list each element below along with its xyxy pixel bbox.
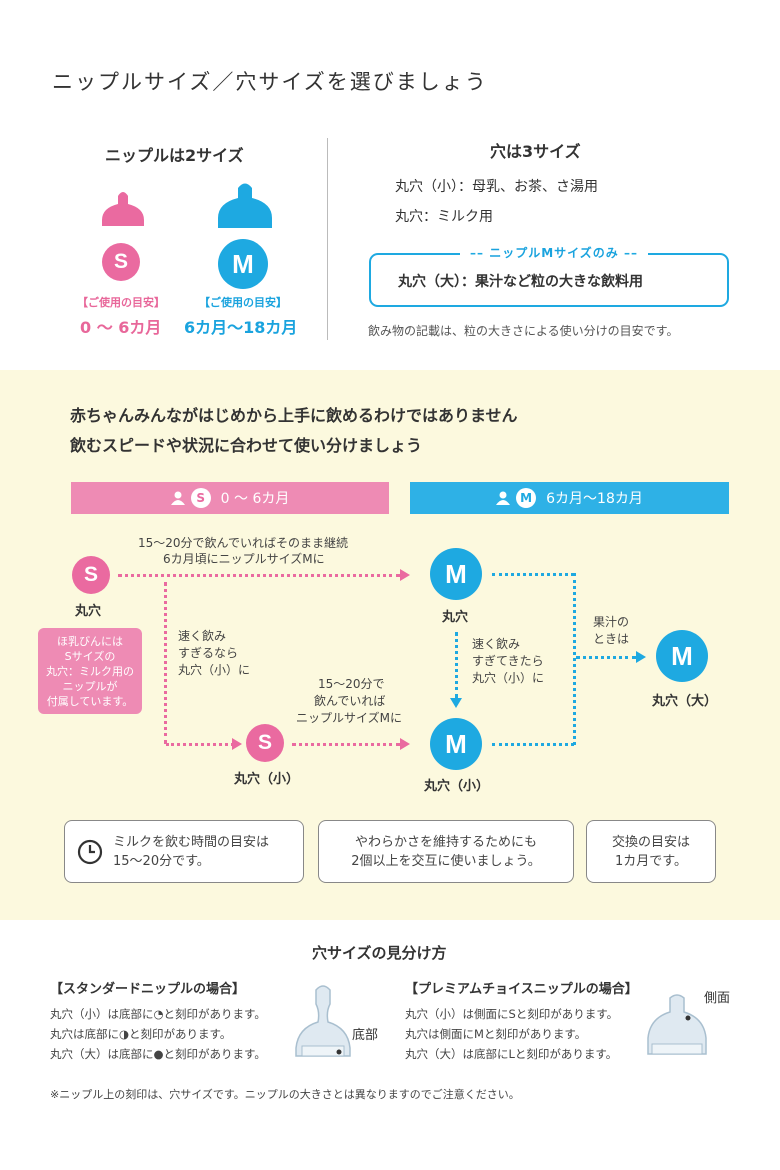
- flow-s-label: 丸穴: [75, 604, 102, 619]
- m-only-label: –– ニップルMサイズのみ ––: [460, 244, 648, 261]
- note-3-line-2: 1カ月です。: [615, 853, 687, 869]
- standard-nipple-image: [295, 985, 351, 1057]
- flow-s-circle: S: [72, 556, 110, 594]
- band-s-badge: S: [190, 488, 211, 508]
- band-m-badge: M: [516, 488, 537, 508]
- flow-s-small-circle: S: [246, 724, 284, 762]
- flow-juice-1: 果汁の: [593, 615, 630, 629]
- bottom-label: 底部: [352, 1028, 379, 1043]
- hole-regular-text: 丸穴：ミルク用: [395, 209, 493, 225]
- flow-line-s-down: [164, 582, 167, 744]
- included-nipple-box: ほ乳びんには Sサイズの 丸穴：ミルク用の ニップルが 付属しています。: [38, 628, 142, 714]
- flow-line-m-small-right: [492, 743, 574, 746]
- band-s-range: 0 ～ 6カ月: [220, 491, 290, 507]
- box-line-2: Sサイズの: [64, 650, 116, 663]
- band-s: S 0 ～ 6カ月: [71, 482, 389, 514]
- box-line-4: ニップルが: [62, 680, 118, 693]
- premium-line-3: 丸穴（大）は底部にLと刻印があります。: [405, 1047, 618, 1061]
- usage-line-1: 赤ちゃんみんながはじめから上手に飲めるわけではありません: [70, 406, 518, 425]
- nipple-s-icon: [102, 192, 144, 226]
- hole-large-text: 丸穴（大）：果汁など粒の大きな飲料用: [398, 274, 643, 290]
- flow-m-small-circle: M: [430, 718, 482, 770]
- identify-heading: 穴サイズの見分け方: [312, 944, 447, 962]
- flow-top-note-1: 15～20分で飲んでいればそのまま継続: [138, 536, 348, 550]
- page-title: ニップルサイズ／穴サイズを選びましょう: [52, 70, 488, 94]
- flow-m-label: 丸穴: [442, 610, 469, 625]
- flow-line-s-small-to-m-small: [292, 743, 400, 746]
- flow-arrow-to-m-large: [636, 651, 646, 663]
- flow-fast-s-3: 丸穴（小）に: [178, 663, 251, 677]
- holes-heading: 穴は3サイズ: [490, 142, 581, 161]
- note-2-line-2: 2個以上を交互に使いましょう。: [351, 853, 541, 869]
- flow-mid-note-3: ニップルサイズMに: [296, 711, 402, 725]
- flow-arrow-s-small-to-m-small: [400, 738, 410, 750]
- flow-fast-m-2: すぎてきたら: [472, 654, 544, 668]
- nipple-m-icon: [218, 183, 272, 228]
- flow-arrow-s-to-m: [400, 569, 410, 581]
- usage-line-2: 飲むスピードや状況に合わせて使い分けましょう: [70, 436, 423, 455]
- nipple-sizes-heading: ニップルは2サイズ: [105, 146, 244, 165]
- note-1-line-1: ミルクを飲む時間の目安は: [113, 834, 270, 850]
- flow-m-large-label: 丸穴（大）: [652, 694, 718, 709]
- flow-line-to-s-small: [166, 743, 234, 746]
- size-m-guide: 【ご使用の目安】: [199, 296, 287, 309]
- flow-s-small-label: 丸穴（小）: [234, 772, 300, 787]
- note-3-line-1: 交換の目安は: [611, 834, 690, 850]
- premium-line-2: 丸穴は側面にMと刻印があります。: [405, 1027, 587, 1041]
- flow-mid-note-2: 飲んでいれば: [314, 694, 386, 708]
- flow-fast-m-3: 丸穴（小）に: [472, 671, 545, 685]
- standard-line-3: 丸穴（大）は底部に●と刻印があります。: [50, 1047, 266, 1061]
- size-s-range: 0 ～ 6カ月: [80, 318, 162, 337]
- holes-note: 飲み物の記載は、粒の大きさによる使い分けの目安です。: [368, 324, 679, 338]
- footnote: ※ニップル上の刻印は、穴サイズです。ニップルの大きさとは異なりますのでご注意くだ…: [50, 1088, 520, 1101]
- side-label: 側面: [704, 991, 731, 1006]
- flow-fast-s-2: すぎるなら: [178, 646, 239, 660]
- premium-nipple-image: [647, 994, 707, 1055]
- note-replace: 交換の目安は 1カ月です。: [586, 820, 716, 883]
- flow-line-to-m-large: [576, 656, 636, 659]
- flow-line-bracket: [573, 573, 576, 745]
- size-s-badge: S: [102, 243, 140, 281]
- flow-line-s-to-m: [118, 574, 400, 577]
- m-only-label-text: ニップルMサイズのみ: [489, 246, 619, 260]
- flow-m-large-circle: M: [656, 630, 708, 682]
- flow-arrow-m-down: [450, 698, 462, 708]
- flow-line-m-right: [492, 573, 574, 576]
- flow-top-note-2: 6カ月頃にニップルサイズMに: [163, 552, 325, 566]
- flow-line-m-down: [455, 632, 458, 698]
- size-s-guide: 【ご使用の目安】: [77, 296, 165, 309]
- flow-fast-m-1: 速く飲み: [472, 637, 521, 651]
- note-1-line-2: 15～20分です。: [113, 853, 210, 869]
- flow-mid-note-1: 15～20分で: [318, 677, 385, 691]
- baby-icon: [496, 491, 511, 505]
- band-m-range: 6カ月～18カ月: [546, 491, 643, 507]
- box-line-3: 丸穴：ミルク用の: [46, 665, 134, 678]
- band-m: M 6カ月～18カ月: [410, 482, 729, 514]
- flow-m-small-label: 丸穴（小）: [424, 779, 490, 794]
- clock-icon: [77, 839, 103, 864]
- flow-juice-2: ときは: [593, 632, 630, 646]
- size-m-badge: M: [218, 239, 268, 289]
- note-2-line-1: やわらかさを維持するためにも: [354, 834, 537, 850]
- note-drinking-time: ミルクを飲む時間の目安は 15～20分です。: [64, 820, 304, 883]
- standard-title: 【スタンダードニップルの場合】: [50, 982, 246, 997]
- hole-small-text: 丸穴（小）：母乳、お茶、さ湯用: [395, 179, 598, 195]
- flow-arrow-to-s-small: [232, 738, 242, 750]
- premium-title: 【プレミアムチョイスニップルの場合】: [405, 982, 638, 997]
- standard-line-2: 丸穴は底部に◑と刻印があります。: [50, 1027, 232, 1041]
- box-line-5: 付属しています。: [46, 695, 134, 708]
- section-divider: [327, 138, 328, 340]
- note-alternate: やわらかさを維持するためにも 2個以上を交互に使いましょう。: [318, 820, 574, 883]
- flow-fast-s-1: 速く飲み: [178, 629, 227, 643]
- flow-m-circle: M: [430, 548, 482, 600]
- premium-line-1: 丸穴（小）は側面にSと刻印があります。: [405, 1007, 619, 1021]
- size-m-range: 6カ月～18カ月: [184, 318, 298, 337]
- box-line-1: ほ乳びんには: [57, 635, 123, 648]
- baby-icon: [170, 491, 185, 505]
- standard-line-1: 丸穴（小）は底部に◔と刻印があります。: [50, 1007, 266, 1021]
